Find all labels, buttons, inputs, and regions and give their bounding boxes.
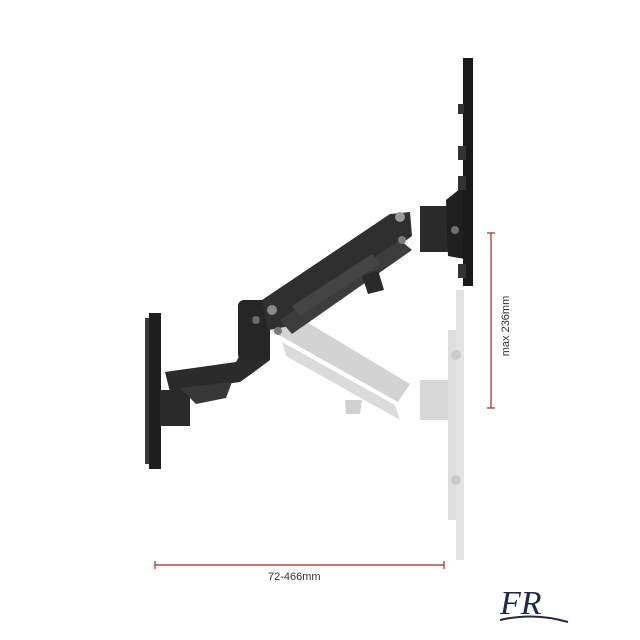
arm-lower-segment [165,300,270,404]
height-max-label: max 236mm [500,295,512,357]
arm-lowered-ghost [270,290,464,560]
width-range-label: 72-466mm [268,571,321,583]
width-dimension-line [154,561,445,569]
tilt-head [420,184,470,260]
brand-logo: FR [499,585,569,623]
height-dimension-line [487,232,495,409]
wall-plate [145,313,190,469]
arm-upper-gas-spring [262,212,412,335]
vesa-plate [458,58,473,286]
